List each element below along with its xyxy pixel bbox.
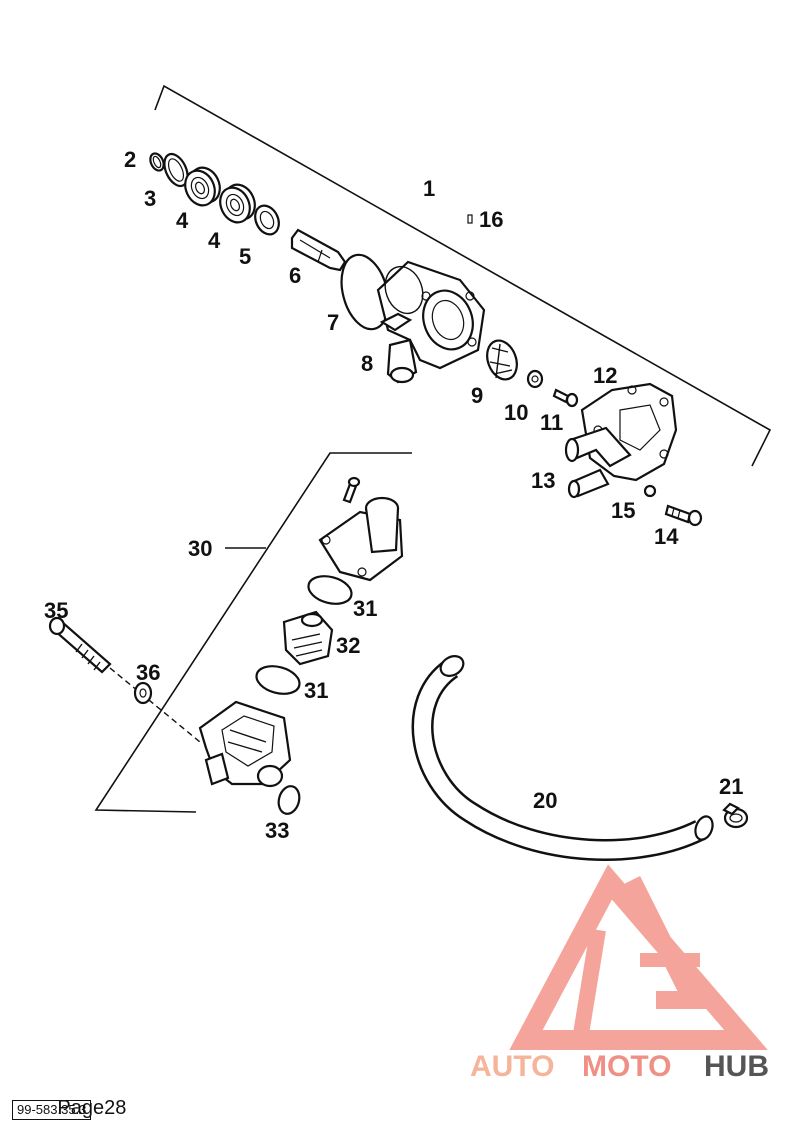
label-12: 12 bbox=[593, 363, 617, 388]
document-code: 99-583.35.3 bbox=[12, 1100, 92, 1120]
thermostat-housing bbox=[198, 700, 292, 788]
page-number: Page28 bbox=[57, 1097, 127, 1119]
watermark-part3: HUB bbox=[704, 1050, 769, 1083]
bolt-14 bbox=[664, 504, 703, 527]
hose-20-end-right bbox=[694, 815, 714, 841]
thermostat-cover bbox=[318, 496, 404, 582]
oring-31a bbox=[307, 575, 353, 605]
label-4a: 4 bbox=[176, 208, 189, 233]
label-1: 1 bbox=[423, 176, 435, 201]
washer-10 bbox=[526, 369, 544, 389]
washer-36 bbox=[133, 681, 153, 705]
washer-15 bbox=[643, 484, 657, 498]
label-13: 13 bbox=[531, 468, 555, 493]
label-31b: 31 bbox=[304, 678, 328, 703]
marker-16 bbox=[467, 214, 473, 224]
impeller-9 bbox=[486, 339, 518, 381]
thermostat-32 bbox=[282, 610, 334, 666]
hose-20-end-top bbox=[439, 655, 465, 677]
page-footer: 99-583.35.3 Page28 bbox=[12, 1092, 126, 1120]
shaft-6 bbox=[290, 228, 347, 272]
seal-5 bbox=[254, 204, 280, 236]
label-7: 7 bbox=[327, 310, 339, 335]
watermark-part2: MOTO bbox=[582, 1050, 671, 1083]
label-5: 5 bbox=[239, 244, 251, 269]
label-8: 8 bbox=[361, 351, 373, 376]
label-36: 36 bbox=[136, 660, 160, 685]
group-1-bracket bbox=[154, 84, 772, 467]
circlip-2 bbox=[149, 152, 165, 172]
label-6: 6 bbox=[289, 263, 301, 288]
label-30: 30 bbox=[188, 536, 212, 561]
watermark-text: AUTO MOTO HUB bbox=[470, 1050, 769, 1083]
group-30-bracket bbox=[94, 452, 412, 813]
oring-33 bbox=[277, 785, 301, 815]
label-4b: 4 bbox=[208, 228, 221, 253]
part-labels: 1 2 3 4 4 5 6 7 8 9 10 11 12 13 14 15 16… bbox=[44, 147, 743, 843]
bearing-4b bbox=[219, 183, 256, 224]
watermark-part1: AUTO bbox=[470, 1050, 554, 1083]
hose-20-inner bbox=[414, 660, 704, 859]
pump-housing-8 bbox=[376, 260, 486, 384]
bearing-4a bbox=[184, 166, 221, 207]
clamp-21 bbox=[722, 802, 749, 829]
circlip-3 bbox=[163, 152, 189, 188]
label-31a: 31 bbox=[353, 596, 377, 621]
outlet-pipe-13 bbox=[564, 426, 632, 499]
bolt-35 bbox=[48, 616, 112, 674]
label-2: 2 bbox=[124, 147, 136, 172]
bolt-top-30 bbox=[342, 476, 361, 504]
washer-10-hole bbox=[531, 375, 539, 383]
label-33: 33 bbox=[265, 818, 289, 843]
watermark-logo bbox=[509, 864, 768, 1050]
oring-31b bbox=[255, 665, 301, 695]
label-10: 10 bbox=[504, 400, 528, 425]
label-9: 9 bbox=[471, 383, 483, 408]
label-14: 14 bbox=[654, 524, 679, 549]
label-20: 20 bbox=[533, 788, 557, 813]
label-32: 32 bbox=[336, 633, 360, 658]
label-35: 35 bbox=[44, 598, 68, 623]
label-15: 15 bbox=[611, 498, 635, 523]
label-3: 3 bbox=[144, 186, 156, 211]
hose-20 bbox=[411, 658, 705, 861]
screw-11 bbox=[552, 388, 579, 408]
label-16: 16 bbox=[479, 207, 503, 232]
label-11: 11 bbox=[540, 410, 563, 435]
label-21: 21 bbox=[719, 774, 743, 799]
